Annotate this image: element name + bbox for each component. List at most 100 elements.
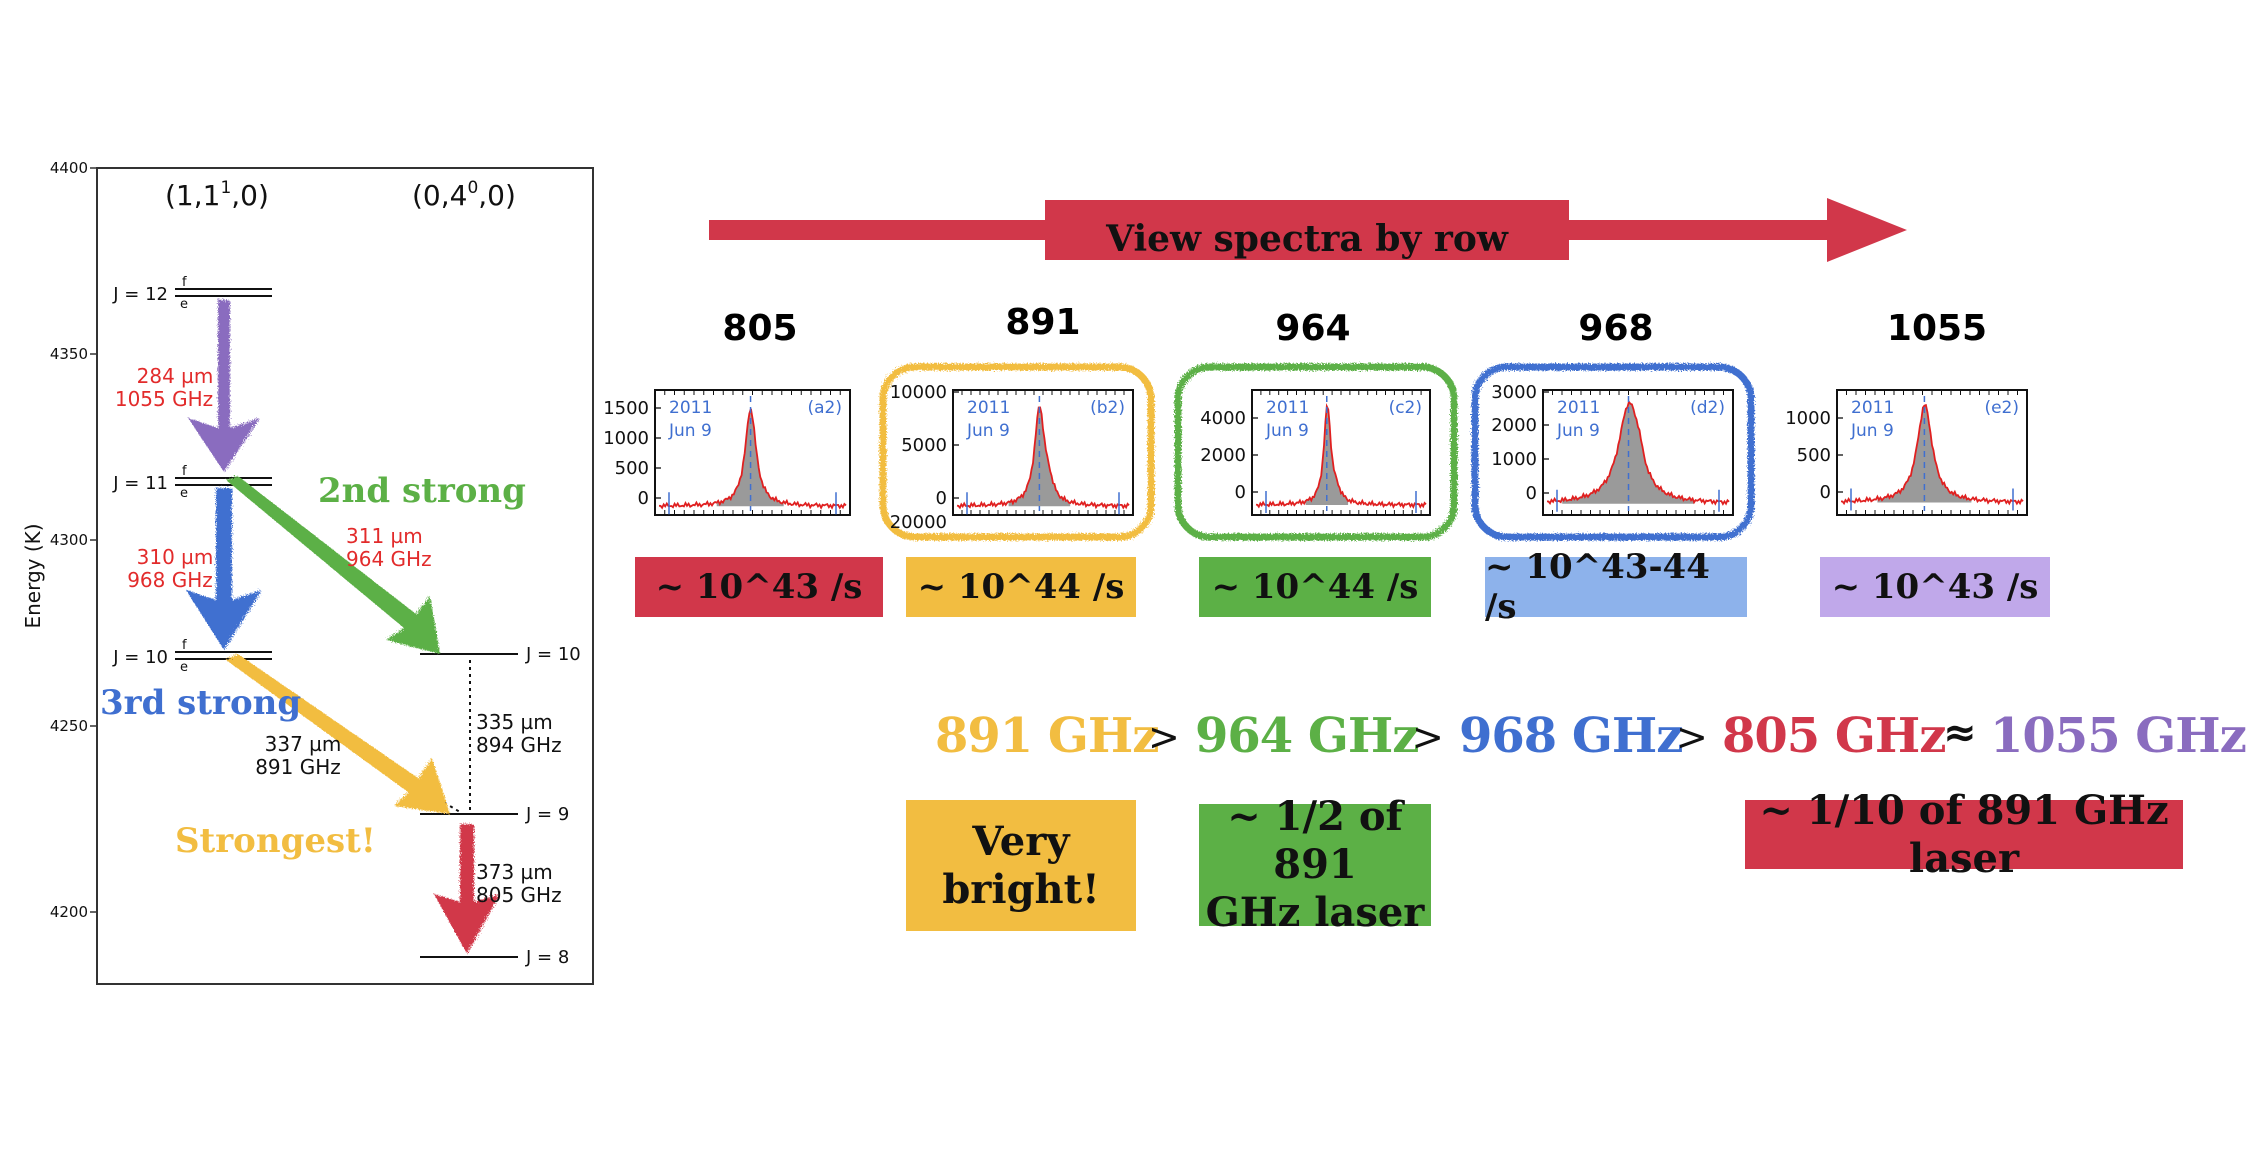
spectrum-ytick: 1500 (603, 398, 649, 419)
spectrum-date-day: Jun 9 (1265, 421, 1309, 441)
transition-894-um: 335 µm (476, 710, 553, 734)
spectrum-ytick: 3000 (1491, 382, 1537, 403)
parity-e: e (180, 486, 188, 501)
spectrum-date-day: Jun 9 (1850, 421, 1894, 441)
transition-964-um: 311 µm (346, 524, 423, 548)
transition-1055-um: 284 µm (137, 364, 214, 388)
spectrum-freq-805: 805 (722, 308, 798, 349)
level-label-j9: J = 9 (525, 804, 569, 825)
spectrum-line (1546, 399, 1730, 506)
note-tenth-of-891: ~ 1/10 of 891 GHz laser (1745, 787, 2183, 882)
parity-f: f (182, 638, 187, 653)
y-tick: 4400 (50, 159, 88, 177)
parity-f: f (182, 464, 187, 479)
comparison-gt: > (1148, 715, 1180, 759)
spectrum-date-day: Jun 9 (668, 421, 712, 441)
energy-levels (175, 288, 518, 958)
spectrum-ytick: 10000 (890, 382, 947, 403)
spectrum-ytick: 500 (615, 458, 649, 479)
level-label-j10-right: J = 10 (525, 644, 581, 665)
spectrum-freq-891: 891 (1005, 302, 1081, 343)
spectrum-ytick: 1000 (1785, 408, 1831, 429)
comparison-968: 968 GHz (1459, 708, 1684, 764)
spectrum-ytick: 5000 (901, 435, 947, 456)
transition-894-ghz: 894 GHz (476, 733, 562, 757)
transition-805-um: 373 µm (476, 860, 553, 884)
comparison-gt: > (1676, 715, 1708, 759)
spectrum-date-day: Jun 9 (966, 421, 1010, 441)
y-tick: 4350 (50, 345, 88, 363)
spectrum-ytick: 2000 (1491, 415, 1537, 436)
spectrum-ytick: 500 (1797, 445, 1831, 466)
comparison-gt: > (1412, 715, 1444, 759)
note-half-line1: ~ 1/2 of 891 (1227, 793, 1403, 888)
spectrum-ytick: 1000 (1491, 449, 1537, 470)
comparison-approx: ≈ (1943, 710, 1977, 756)
banner-label: View spectra by row (1106, 218, 1508, 260)
note-very-bright-line1: Very (972, 817, 1070, 865)
transition-968-um: 310 µm (137, 545, 214, 569)
spectrum-date-day: Jun 9 (1556, 421, 1600, 441)
plot-frame (96, 167, 594, 985)
highlight-frame-968 (1471, 363, 1755, 541)
spectrum-ytick: 2000 (1200, 445, 1246, 466)
spectrum-line (956, 406, 1130, 510)
transition-968-ghz: 968 GHz (127, 568, 213, 592)
transition-805-ghz: 805 GHz (476, 883, 562, 907)
spectrum-freq-968: 968 (1578, 308, 1654, 349)
spectrum-line (658, 408, 847, 510)
spectrum-ytick: 1000 (603, 428, 649, 449)
arrow-968 (186, 488, 262, 650)
transition-1055-ghz: 1055 GHz (115, 387, 213, 411)
spectrum-ytick: 0 (1820, 482, 1831, 503)
spectrum-freq-1055: 1055 (1886, 308, 1988, 349)
view-by-row-arrow (709, 198, 1907, 262)
comparison-1055: 1055 GHz (1990, 708, 2246, 764)
comparison-964: 964 GHz (1195, 708, 1420, 764)
spectrum-date-year: 2011 (1557, 398, 1600, 418)
annotation-strongest: Strongest! (175, 821, 376, 861)
spectrum-date-year: 2011 (669, 398, 712, 418)
arrow-891 (226, 654, 450, 814)
comparison-805: 805 GHz (1722, 708, 1947, 764)
level-label-j10-left: J = 10 (112, 647, 168, 668)
spectrum-panel-id: (b2) (1090, 398, 1125, 418)
rate-box-964: ~ 10^44 /s (1199, 557, 1431, 617)
level-label-j8: J = 8 (525, 947, 569, 968)
level-label-j11: J = 11 (112, 473, 168, 494)
annotation-third-strong: 3rd strong (100, 683, 301, 723)
spectrum-date-year: 2011 (1851, 398, 1894, 418)
note-very-bright: Very bright! (906, 800, 1136, 931)
rate-box-805: ~ 10^43 /s (635, 557, 883, 617)
transition-964-ghz: 964 GHz (346, 547, 432, 571)
parity-e: e (180, 660, 188, 675)
arrow-964 (226, 476, 440, 654)
highlight-frame-964 (1174, 363, 1458, 541)
spectrum-panel-id: (d2) (1690, 398, 1725, 418)
spectrum-line (1840, 403, 2024, 506)
spectrum-freq-964: 964 (1275, 308, 1351, 349)
note-half-of-891: ~ 1/2 of 891 GHz laser (1199, 793, 1431, 936)
spectrum-fill (716, 408, 784, 507)
spectrum-ytick: 0 (638, 488, 649, 509)
rate-box-968: ~ 10^43-44 /s (1485, 547, 1747, 627)
y-tick: 4250 (50, 717, 88, 735)
comparison-891: 891 GHz (935, 708, 1160, 764)
y-tick: 4200 (50, 903, 88, 921)
transition-891-um: 337 µm (265, 732, 342, 756)
transition-891-ghz: 891 GHz (255, 755, 341, 779)
spectrum-date-year: 2011 (1266, 398, 1309, 418)
spectrum-panel-id: (a2) (808, 398, 843, 418)
spectrum-panel-id: (e2) (1984, 398, 2019, 418)
rate-box-1055: ~ 10^43 /s (1820, 557, 2050, 617)
y-axis: 4400 4350 4300 4250 4200 Energy (K) (21, 159, 97, 921)
spectrum-panel-id: (c2) (1389, 398, 1422, 418)
arrow-1055 (188, 300, 260, 472)
annotation-second-strong: 2nd strong (318, 471, 526, 511)
arrow-805 (434, 824, 500, 954)
